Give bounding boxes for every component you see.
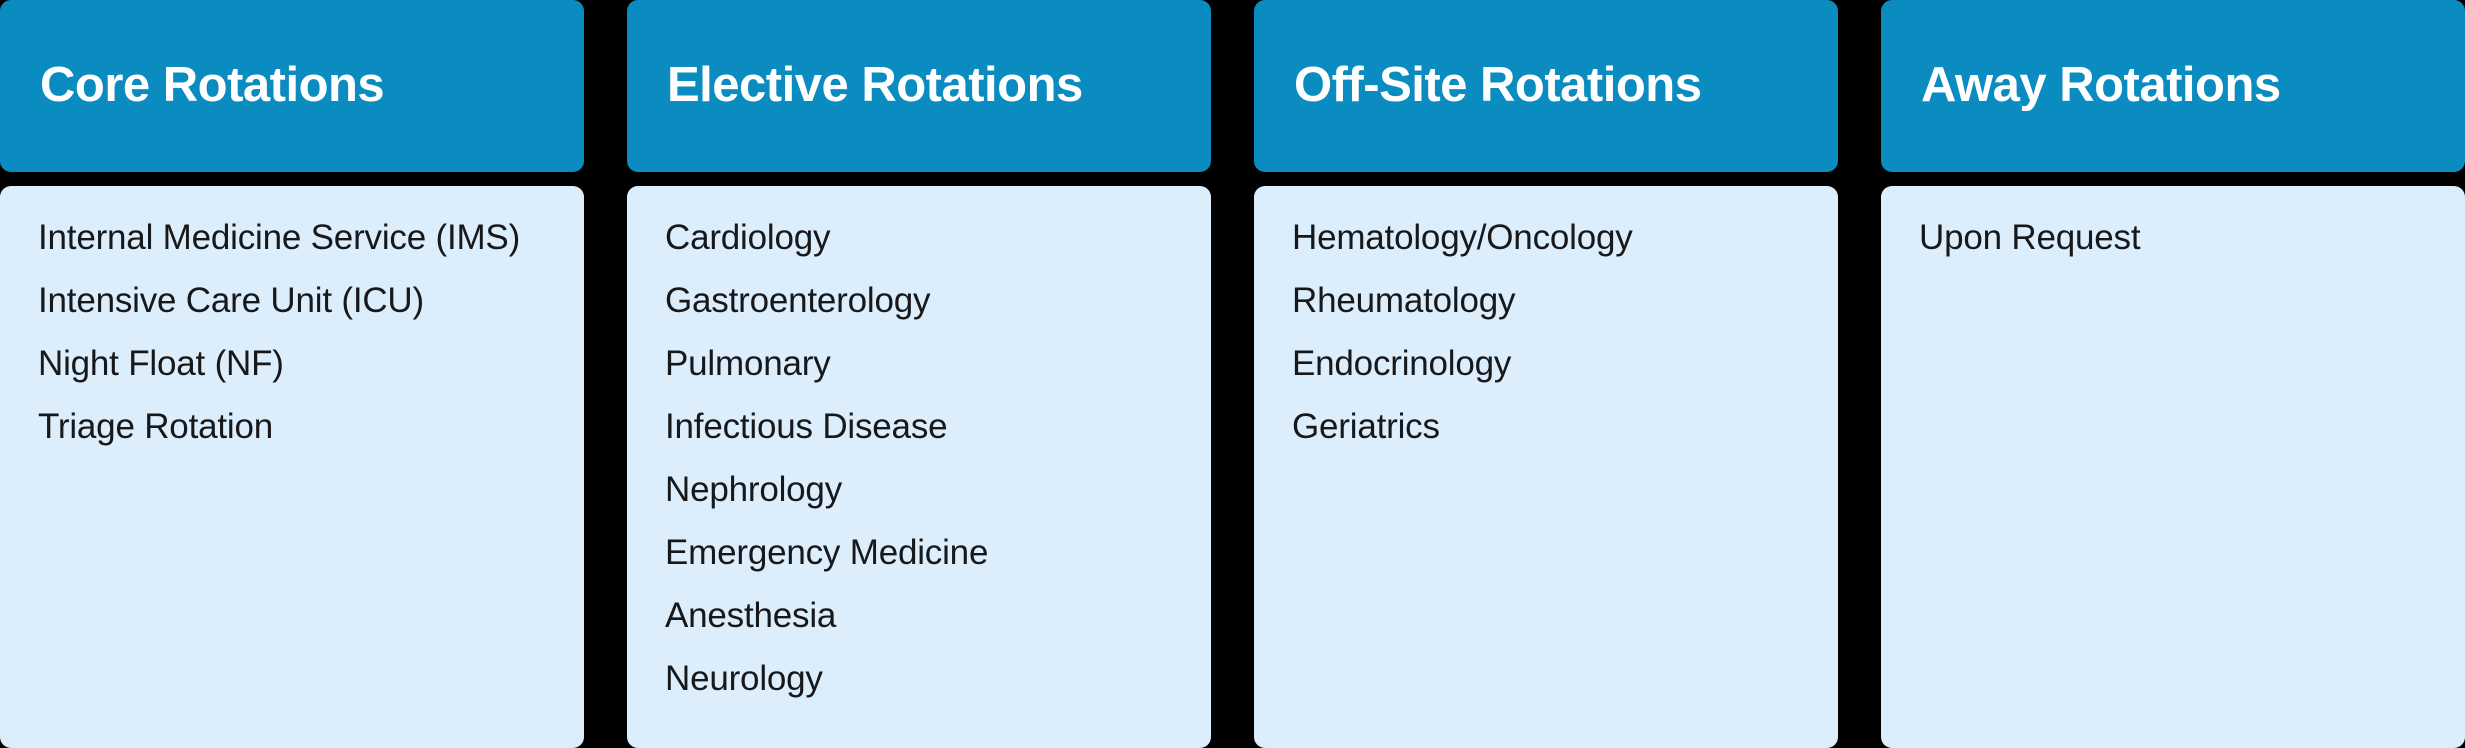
list-item: Internal Medicine Service (IMS) [38,218,521,257]
column-body-core-rotations: Internal Medicine Service (IMS) Intensiv… [0,186,584,748]
list-item: Emergency Medicine [665,533,989,572]
list-item: Rheumatology [1292,281,1516,320]
list-item: Endocrinology [1292,344,1512,383]
column-header-core-rotations: Core Rotations [0,0,584,172]
column-core-rotations: Core Rotations Internal Medicine Service… [0,0,584,748]
column-away-rotations: Away Rotations Upon Request [1881,0,2465,748]
list-item: Nephrology [665,470,842,509]
column-header-elective-rotations: Elective Rotations [627,0,1211,172]
list-item: Triage Rotation [38,407,273,446]
list-item: Anesthesia [665,596,837,635]
column-body-off-site-rotations: Hematology/Oncology Rheumatology Endocri… [1254,186,1838,748]
list-item: Geriatrics [1292,407,1440,446]
list-item: Neurology [665,659,823,698]
column-off-site-rotations: Off-Site Rotations Hematology/Oncology R… [1254,0,1838,748]
column-title: Off-Site Rotations [1294,58,1702,113]
column-title: Elective Rotations [667,58,1083,113]
column-title: Core Rotations [40,58,385,113]
column-title: Away Rotations [1921,58,2281,113]
list-item: Infectious Disease [665,407,948,446]
list-item: Night Float (NF) [38,344,284,383]
column-header-off-site-rotations: Off-Site Rotations [1254,0,1838,172]
column-body-elective-rotations: Cardiology Gastroenterology Pulmonary In… [627,186,1211,748]
column-header-away-rotations: Away Rotations [1881,0,2465,172]
column-elective-rotations: Elective Rotations Cardiology Gastroente… [627,0,1211,748]
column-body-away-rotations: Upon Request [1881,186,2465,748]
list-item: Upon Request [1919,218,2141,257]
list-item: Cardiology [665,218,831,257]
list-item: Intensive Care Unit (ICU) [38,281,424,320]
list-item: Hematology/Oncology [1292,218,1633,257]
list-item: Pulmonary [665,344,831,383]
list-item: Gastroenterology [665,281,931,320]
